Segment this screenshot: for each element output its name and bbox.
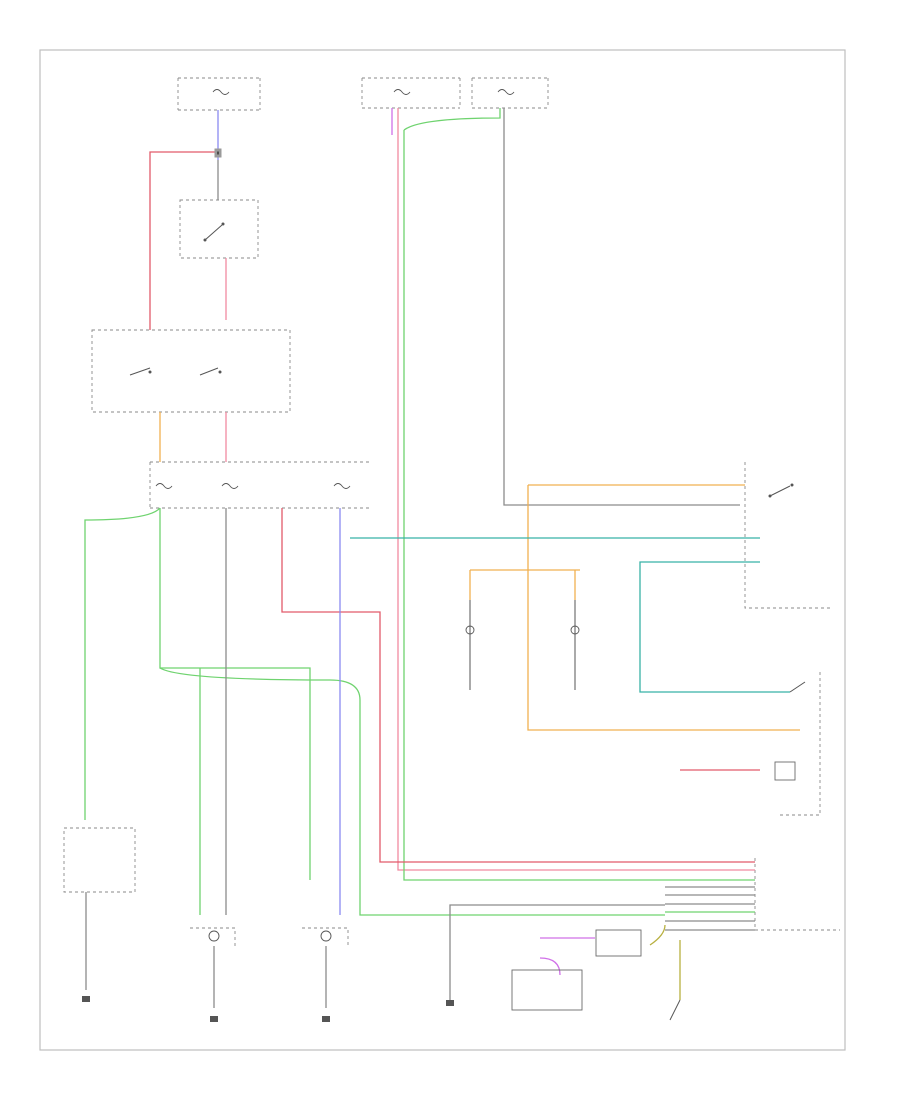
wire-green-mid2 [159, 667, 665, 916]
switch-bottom [669, 999, 681, 1021]
wire-olive-bottom [649, 924, 681, 1000]
fuse-block-right-top [471, 77, 549, 109]
left-headlamp [190, 927, 236, 946]
right-headlamp [302, 927, 349, 946]
wire-green-top-right [403, 108, 501, 131]
parking-brake-switch [680, 672, 821, 816]
daytime-module [63, 827, 136, 893]
splice-1 [214, 148, 222, 158]
wire-teal-right [639, 561, 790, 693]
wire-red-diag [281, 508, 665, 863]
module-connector [665, 858, 840, 931]
fuse-block-mid-top [361, 77, 461, 109]
relay-block [511, 929, 642, 1011]
wire-red-left-upper [149, 151, 218, 330]
switch-lower-right [789, 681, 806, 693]
wire-violet-bottom [539, 937, 595, 976]
fog-lamp-relay [465, 569, 580, 690]
wire-green-long [403, 130, 665, 881]
wire-gray-bottom [449, 904, 665, 1000]
wire-gray-right-long [503, 108, 740, 506]
wire-orange-down [527, 485, 800, 731]
fuse-block-left-top [177, 77, 261, 111]
ground-symbols [82, 996, 454, 1022]
diagram-frame [39, 49, 846, 1051]
multifunction-switch [91, 329, 291, 413]
headlamp-switch [179, 199, 259, 259]
wire-pink-long [397, 108, 665, 871]
central-junction-box [149, 461, 370, 509]
fog-lamp-switch [744, 462, 830, 609]
wire-green-left [84, 507, 161, 820]
wire-green-mid [159, 508, 311, 880]
